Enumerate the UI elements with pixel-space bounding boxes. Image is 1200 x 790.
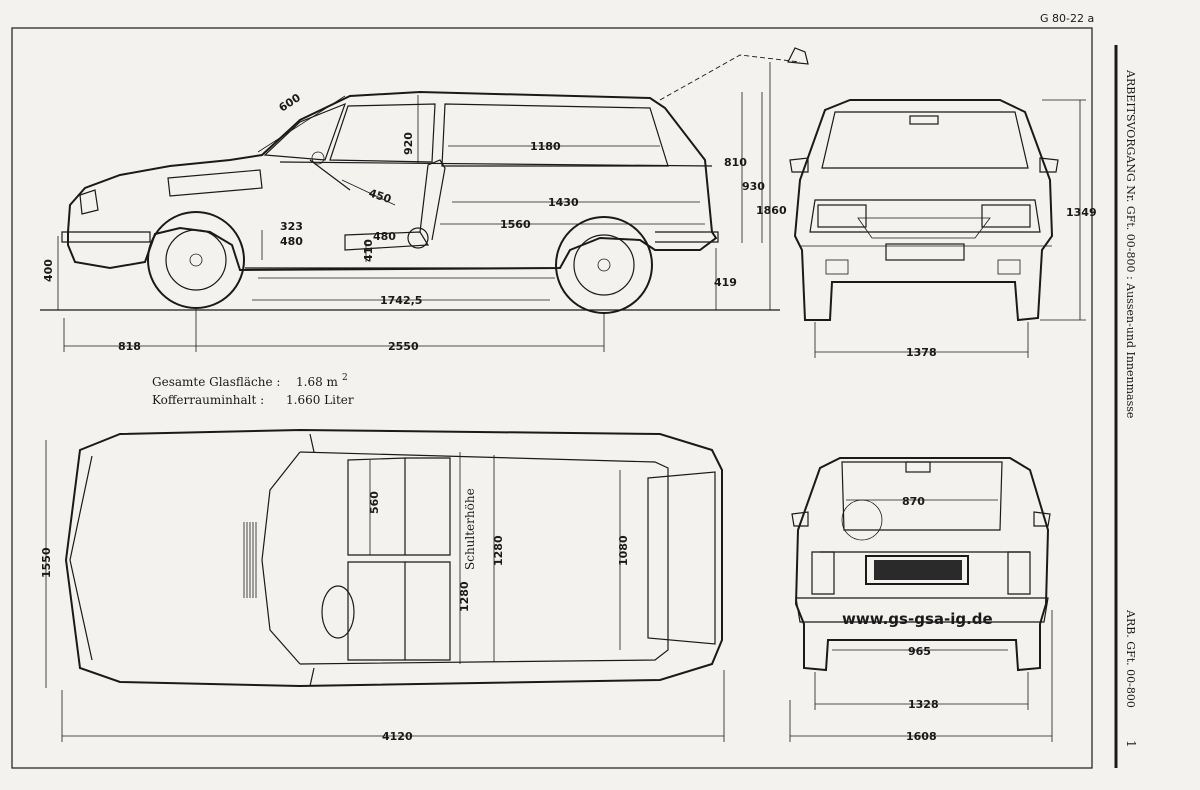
dim-1378: 1378 <box>906 346 937 359</box>
dim-810: 810 <box>724 156 747 169</box>
side-view: 600 920 1180 1430 1560 450 323 480 480 4… <box>40 47 809 353</box>
dim-1860: 1860 <box>756 204 787 217</box>
glass-area-label: Gesamte Glasfläche : <box>152 375 280 389</box>
dim-480-a: 480 <box>280 235 303 248</box>
dim-930: 930 <box>742 180 765 193</box>
dim-2550: 2550 <box>388 340 419 353</box>
dim-323: 323 <box>280 220 303 233</box>
dim-1080: 1080 <box>617 535 630 566</box>
trunk-volume-value: 1.660 Liter <box>286 393 354 407</box>
rear-view: 870 www.gs-gsa-ig.de 965 1328 1608 <box>789 457 1053 743</box>
dim-419: 419 <box>714 276 737 289</box>
sidebar-title: ARBEITSVORGANG Nr. GFt. 00-800 : Aussen-… <box>1124 69 1137 418</box>
dim-920: 920 <box>402 132 415 155</box>
shoulder-height-label: Schulterhöhe <box>463 488 477 570</box>
dim-4120: 4120 <box>382 730 413 743</box>
sidebar-page-number: 1 <box>1124 740 1138 748</box>
glass-area-unit-exponent: 2 <box>342 373 348 383</box>
dim-818: 818 <box>118 340 141 353</box>
dim-1550: 1550 <box>40 547 53 578</box>
front-view: 1349 1378 <box>789 99 1097 359</box>
dim-1280-b: 1280 <box>492 535 505 566</box>
dim-1560: 1560 <box>500 218 531 231</box>
dim-480-b: 480 <box>373 230 396 243</box>
bonnet-vents <box>243 522 257 598</box>
sheet-code: G 80-22 a <box>1040 12 1094 25</box>
dim-1328: 1328 <box>908 698 939 711</box>
dim-1608: 1608 <box>906 730 937 743</box>
glass-area-value: 1.68 m <box>296 375 339 389</box>
dim-1742-5: 1742,5 <box>380 294 422 307</box>
dim-1349: 1349 <box>1066 206 1097 219</box>
dim-400: 400 <box>42 259 55 282</box>
info-block: Gesamte Glasfläche : 1.68 m 2 Kofferraum… <box>152 373 354 407</box>
sidebar-ref: ARB. GFt. 00-800 <box>1124 609 1137 708</box>
dim-1280-a: 1280 <box>458 581 471 612</box>
website-watermark: www.gs-gsa-ig.de <box>842 610 993 628</box>
trunk-volume-label: Kofferrauminhalt : <box>152 393 264 407</box>
dim-410: 410 <box>362 239 375 262</box>
dim-870: 870 <box>902 495 925 508</box>
dim-965: 965 <box>908 645 931 658</box>
top-view: 1550 560 1280 Schulterhöhe 1280 1080 412… <box>40 428 725 743</box>
dim-450: 450 <box>367 186 393 206</box>
dim-560: 560 <box>368 491 381 514</box>
dim-600: 600 <box>277 91 304 115</box>
dim-1180: 1180 <box>530 140 561 153</box>
dim-1430: 1430 <box>548 196 579 209</box>
drawing-frame <box>11 27 1093 769</box>
